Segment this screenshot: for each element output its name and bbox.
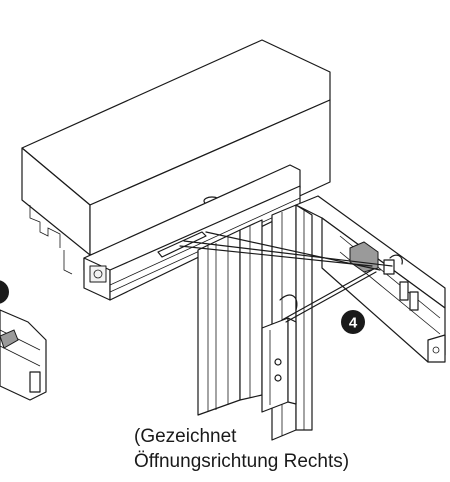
caption: (Gezeichnet Öffnungsrichtung Rechts)	[134, 424, 349, 474]
caption-line-2: Öffnungsrichtung Rechts)	[134, 451, 350, 472]
marker-left-partial	[0, 280, 9, 304]
cables	[179, 231, 393, 323]
left-partial-profile	[0, 309, 47, 401]
header-housing	[21, 39, 331, 275]
marker-4-label: 4	[349, 315, 358, 332]
hinge-bracket	[261, 294, 298, 413]
caption-line-1: (Gezeichnet	[134, 426, 237, 447]
arm-profile-right	[295, 195, 446, 363]
marker-4: 4	[341, 310, 365, 334]
